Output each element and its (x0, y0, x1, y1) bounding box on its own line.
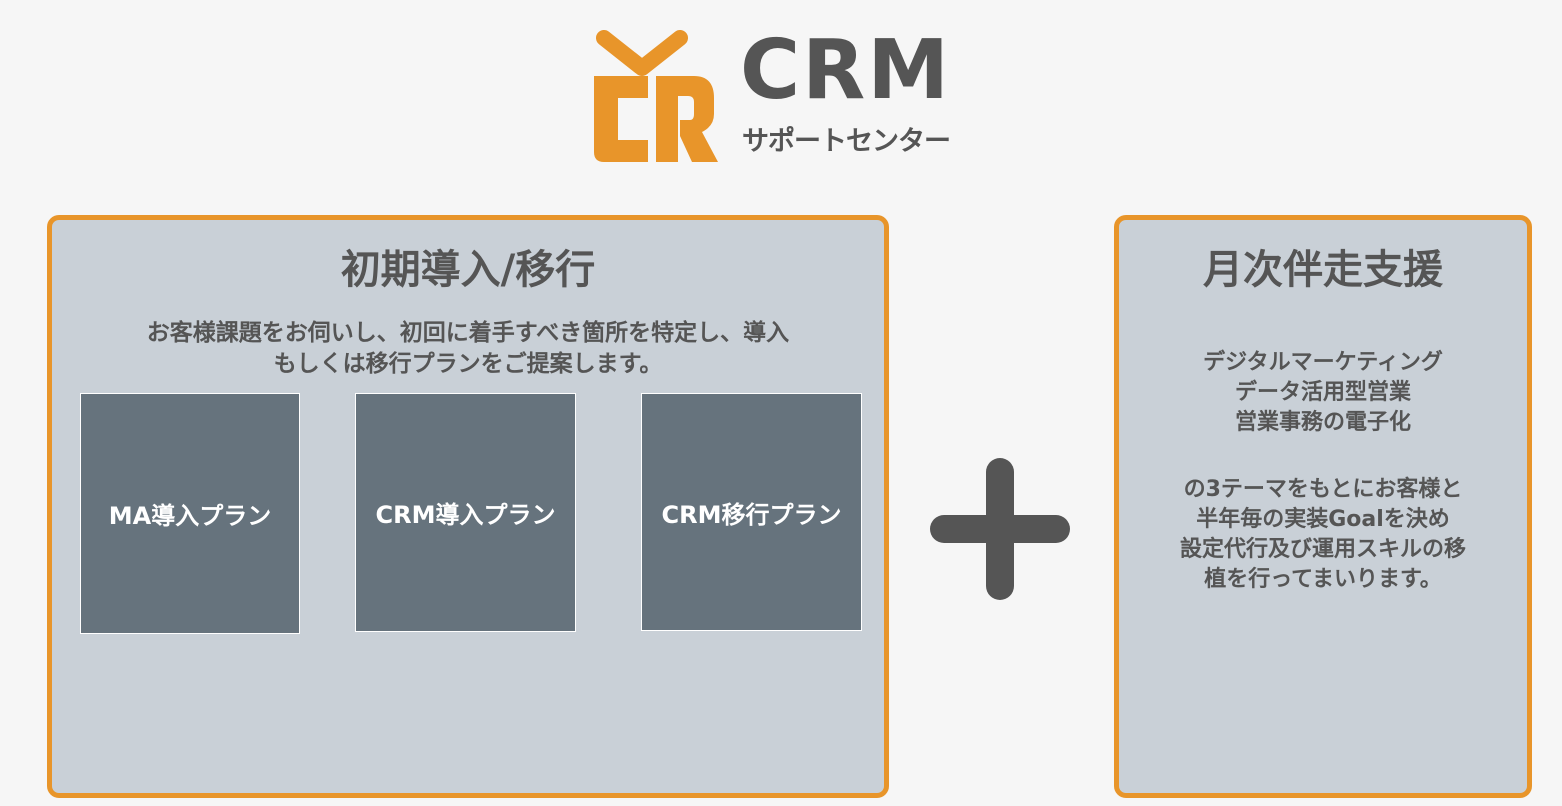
panel-title: 月次伴走支援 (1203, 247, 1443, 293)
description-line: お客様課題をお伺いし、初回に着手すべき箇所を特定し、導入 (146, 320, 790, 346)
description-line: 設定代行及び運用スキルの移 (1179, 537, 1466, 562)
crm-logo-icon (594, 30, 718, 162)
logo-subtext: サポートセンター (742, 126, 951, 157)
theme-item: 営業事務の電子化 (1234, 410, 1411, 435)
themes-list: デジタルマーケティング データ活用型営業 営業事務の電子化 (1119, 348, 1527, 438)
initial-implementation-panel: 初期導入/移行 お客様課題をお伺いし、初回に着手すべき箇所を特定し、導入 もしく… (47, 215, 889, 798)
monthly-support-panel: 月次伴走支援 デジタルマーケティング データ活用型営業 営業事務の電子化 の3テ… (1114, 215, 1532, 798)
description-line: の3テーマをもとにお客様と (1183, 477, 1463, 502)
logo-crm-text: CRM (740, 23, 951, 118)
plan-crm-migration[interactable]: CRM移行プラン (641, 393, 862, 631)
plus-icon (930, 458, 1070, 600)
plan-crm-implementation[interactable]: CRM導入プラン (355, 393, 576, 632)
plan-ma-implementation[interactable]: MA導入プラン (80, 393, 300, 634)
description-line: 植を行ってまいります。 (1204, 567, 1442, 592)
theme-item: データ活用型営業 (1234, 380, 1411, 405)
support-description: の3テーマをもとにお客様と 半年毎の実装Goalを決め 設定代行及び運用スキルの… (1119, 475, 1527, 595)
theme-item: デジタルマーケティング (1203, 350, 1443, 375)
crm-support-center-logo: CRM サポートセンター (590, 28, 990, 173)
description-line: もしくは移行プランをご提案します。 (273, 351, 663, 377)
panel-title: 初期導入/移行 (340, 247, 596, 293)
panel-description: お客様課題をお伺いし、初回に着手すべき箇所を特定し、導入 もしくは移行プランをご… (52, 318, 884, 380)
description-line: 半年毎の実装Goalを決め (1196, 507, 1450, 532)
